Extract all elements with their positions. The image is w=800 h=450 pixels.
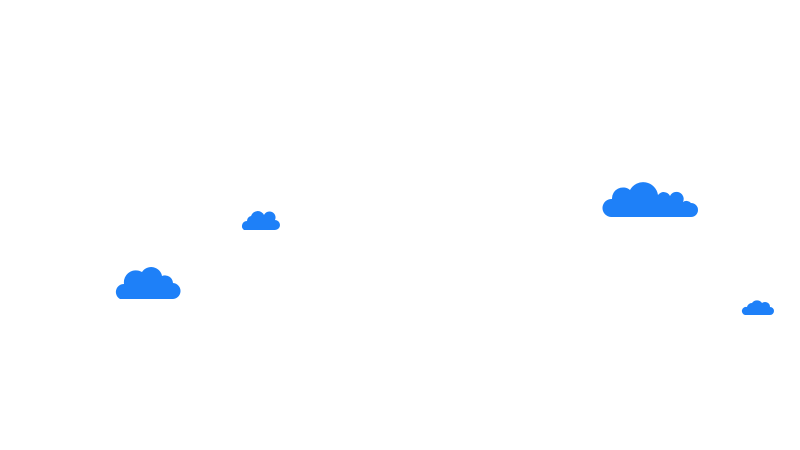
cloud-icon (112, 264, 181, 300)
cloud-shape (602, 182, 698, 217)
cloud-shape (115, 267, 181, 300)
cloud-shape (242, 211, 280, 230)
cloud-wide-icon (602, 182, 699, 217)
cloud-shape (741, 300, 774, 315)
cloud-icon (239, 209, 280, 230)
cloud-icon (741, 297, 774, 315)
